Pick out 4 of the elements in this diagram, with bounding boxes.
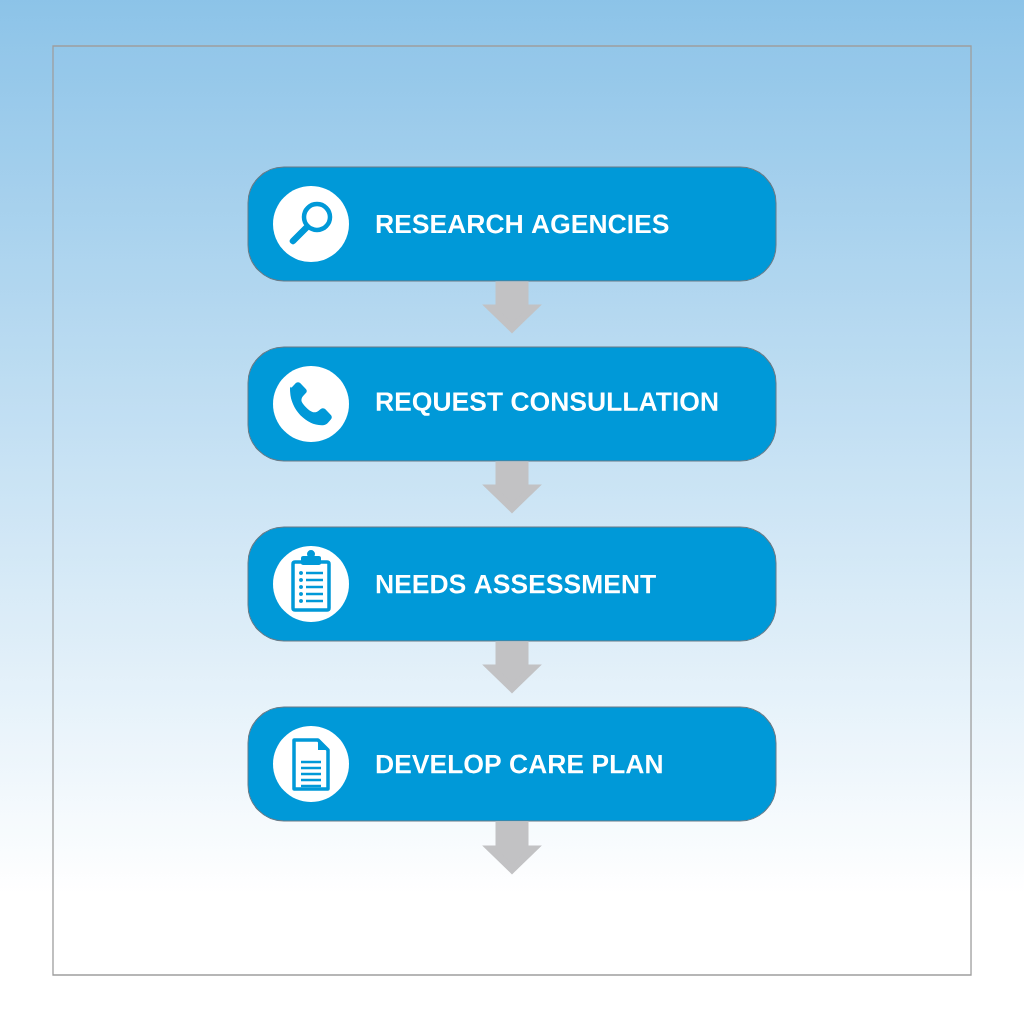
process-box: NEEDS ASSESSMENT [247,526,777,642]
process-box: RESEARCH AGENCIES [247,166,777,282]
process-box: DEVELOP CARE PLAN [247,706,777,822]
process-box: REQUEST CONSULLATION [247,346,777,462]
